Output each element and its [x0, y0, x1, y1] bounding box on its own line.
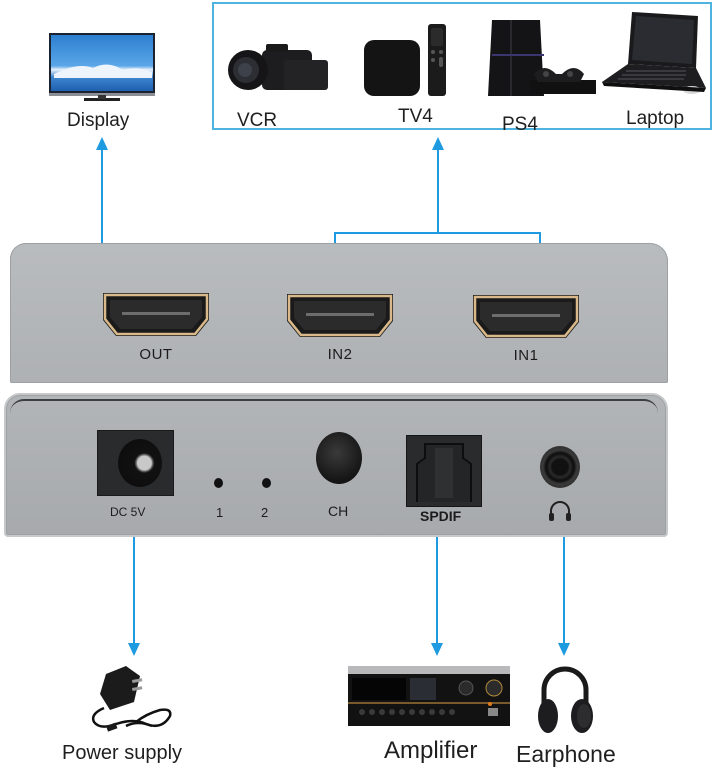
earphone-label: Earphone: [516, 741, 616, 767]
port-label-in2: IN2: [327, 346, 353, 363]
spdif-label: SPDIF: [420, 508, 462, 524]
game-console-icon: [488, 16, 600, 100]
led-indicator-1: [214, 478, 223, 488]
led-label-1: 1: [216, 505, 224, 520]
source-label-vcr: VCR: [237, 110, 278, 131]
headphone-icon: [548, 500, 572, 527]
hdmi-port-out[interactable]: [100, 290, 212, 340]
earphone-connector-line: [563, 537, 565, 649]
spdif-optical-port[interactable]: [406, 435, 482, 507]
amplifier-arrow-icon: [431, 643, 443, 656]
source-label-laptop: Laptop: [626, 108, 685, 129]
in1-bracket-leg: [539, 232, 541, 244]
camcorder-icon: [226, 40, 332, 98]
power-arrow-icon: [128, 643, 140, 656]
inputs-bracket-horizontal: [334, 232, 541, 234]
in2-bracket-leg: [334, 232, 336, 244]
amplifier-icon: [348, 666, 510, 726]
dc-power-jack[interactable]: [97, 430, 174, 496]
hdmi-port-in2[interactable]: [284, 291, 396, 341]
display-tv-icon: [48, 32, 156, 104]
port-label-out: OUT: [139, 346, 173, 363]
display-arrow-icon: [96, 137, 108, 150]
source-label-ps4: PS4: [502, 114, 538, 135]
amplifier-label: Amplifier: [384, 737, 478, 764]
hdmi-port-in1[interactable]: [470, 292, 582, 342]
sources-connector-line: [437, 148, 439, 234]
source-label-tv4: TV4: [398, 106, 433, 127]
streaming-box-icon: [362, 22, 448, 98]
laptop-icon: [602, 10, 706, 100]
led-label-2: 2: [261, 505, 269, 520]
power-supply-label: Power supply: [62, 742, 183, 764]
power-connector-line: [133, 537, 135, 649]
display-connector-line: [101, 148, 103, 244]
headphone-jack[interactable]: [540, 446, 580, 488]
amplifier-connector-line: [436, 537, 438, 649]
channel-switch-button[interactable]: [316, 432, 362, 484]
sources-arrow-icon: [432, 137, 444, 150]
display-label: Display: [67, 110, 130, 131]
ch-button-label: CH: [328, 503, 349, 519]
headphones-icon: [536, 660, 594, 736]
earphone-arrow-icon: [558, 643, 570, 656]
port-label-in1: IN1: [513, 347, 539, 364]
power-adapter-icon: [86, 664, 178, 738]
dc-5v-label: DC 5V: [110, 505, 146, 519]
source-devices-box: [212, 2, 712, 130]
led-indicator-2: [262, 478, 271, 488]
